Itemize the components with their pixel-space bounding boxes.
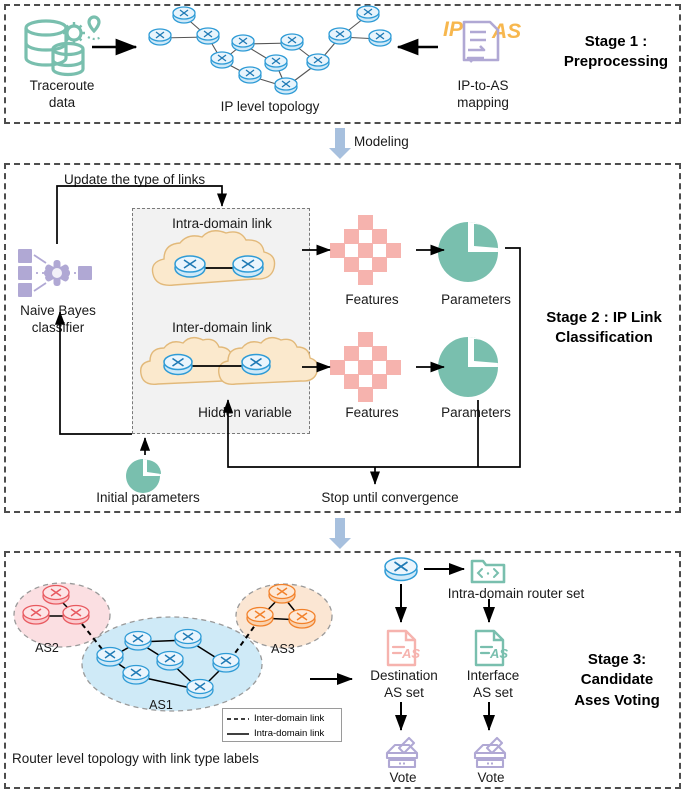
ip-to-as-mapping-icon: IP AS bbox=[442, 14, 522, 76]
destination-as-set-doc-icon: AS bbox=[384, 628, 420, 668]
vote-left-label: Vote bbox=[389, 770, 417, 785]
vote-left-ballot-icon bbox=[382, 736, 422, 770]
ip-level-topology-label: IP level topology bbox=[220, 99, 320, 114]
legend-row-inter: Inter-domain link bbox=[227, 711, 337, 726]
stage-2-title-line2: Classification bbox=[555, 329, 653, 347]
initial-parameters-label: Initial parameters bbox=[96, 490, 200, 505]
intra-domain-router-set-label: Intra-domain router set bbox=[447, 586, 585, 601]
svg-text:AS: AS bbox=[491, 20, 521, 43]
traceroute-label-line2: data bbox=[48, 94, 76, 110]
svg-text:AS: AS bbox=[401, 646, 420, 661]
stage-2-title-line1: Stage 2 : IP Link bbox=[546, 309, 662, 326]
as2-label: AS2 bbox=[35, 641, 59, 655]
interface-label-line1: Interface bbox=[466, 668, 520, 683]
stage2-to-stage3-block-arrow-icon bbox=[328, 518, 352, 550]
update-type-of-links-label: Update the type of links bbox=[64, 172, 206, 187]
as1-routers bbox=[96, 628, 240, 699]
ip-level-topology-icon bbox=[140, 4, 400, 95]
features-bottom-icon bbox=[330, 330, 414, 402]
as1-label: AS1 bbox=[149, 698, 173, 712]
traceroute-data-label: Traceroute data bbox=[10, 78, 114, 112]
topology-router-nodes bbox=[148, 5, 392, 95]
features-top-icon bbox=[330, 213, 414, 285]
modeling-label: Modeling bbox=[354, 134, 409, 149]
parameters-top-label: Parameters bbox=[441, 292, 511, 307]
traceroute-database-icon bbox=[18, 15, 106, 78]
features-top-label: Features bbox=[345, 292, 399, 307]
intra-domain-link-label: Intra-domain link bbox=[172, 216, 272, 231]
link-type-legend: Inter-domain link Intra-domain link bbox=[222, 708, 342, 742]
router-level-topology-icon bbox=[10, 580, 340, 720]
intra-domain-router-set-folder-icon bbox=[470, 554, 506, 584]
modeling-block-arrow-icon bbox=[328, 128, 352, 160]
stage-3-title-line3: Ases Voting bbox=[574, 691, 660, 709]
interface-as-set-label: Interface AS set bbox=[450, 668, 536, 702]
classifier-label-line2: classifier bbox=[31, 319, 85, 335]
mapping-label-line2: mapping bbox=[457, 94, 509, 110]
destination-as-set-label: Destination AS set bbox=[358, 668, 450, 702]
destination-label-line1: Destination bbox=[370, 668, 438, 683]
stop-until-convergence-label: Stop until convergence bbox=[321, 490, 459, 505]
traceroute-label-line1: Traceroute bbox=[29, 78, 95, 93]
stage-2-title: Stage 2 : IP Link Classification bbox=[524, 308, 684, 349]
inter-domain-link-label: Inter-domain link bbox=[172, 320, 272, 335]
inter-domain-cloud-icon bbox=[138, 336, 319, 400]
parameters-bottom-pie-icon bbox=[434, 333, 510, 401]
parameters-top-pie-icon bbox=[434, 218, 510, 286]
stage-1-title-line1: Stage 1 : bbox=[584, 33, 648, 50]
interface-label-line2: AS set bbox=[473, 684, 513, 700]
legend-label-inter: Inter-domain link bbox=[254, 713, 325, 724]
initial-parameters-pie-icon bbox=[124, 457, 166, 495]
intra-domain-cloud-icon bbox=[142, 230, 300, 297]
as2-ellipse bbox=[13, 582, 111, 648]
legend-solid-line-icon bbox=[227, 732, 249, 735]
stage-3-title: Stage 3: Candidate Ases Voting bbox=[552, 650, 682, 711]
ip-to-as-mapping-label: IP-to-AS mapping bbox=[438, 78, 528, 112]
router-level-topology-caption: Router level topology with link type lab… bbox=[12, 751, 259, 766]
svg-text:IP: IP bbox=[443, 18, 464, 41]
legend-dashed-line-icon bbox=[227, 717, 249, 720]
naive-bayes-classifier-label: Naive Bayes classifier bbox=[8, 303, 108, 337]
hidden-variable-label: Hidden variable bbox=[198, 405, 292, 420]
svg-text:AS: AS bbox=[489, 646, 508, 661]
classifier-label-line1: Naive Bayes bbox=[20, 303, 96, 318]
stage-1-panel bbox=[4, 4, 681, 124]
stage-1-title-line2: Preprocessing bbox=[563, 53, 669, 71]
naive-bayes-classifier-icon bbox=[16, 243, 98, 301]
as3-label: AS3 bbox=[271, 642, 295, 656]
legend-label-intra: Intra-domain link bbox=[254, 728, 325, 739]
stage-3-title-line1: Stage 3: bbox=[587, 651, 647, 668]
destination-label-line2: AS set bbox=[384, 684, 424, 700]
stage-3-title-line2: Candidate bbox=[580, 671, 654, 689]
as2-routers bbox=[22, 584, 90, 625]
legend-row-intra: Intra-domain link bbox=[227, 726, 337, 741]
stage-1-title: Stage 1 : Preprocessing bbox=[556, 32, 676, 73]
as3-routers bbox=[246, 583, 316, 629]
features-bottom-label: Features bbox=[345, 405, 399, 420]
mapping-label-line1: IP-to-AS bbox=[457, 78, 509, 93]
parameters-bottom-label: Parameters bbox=[441, 405, 511, 420]
vote-right-label: Vote bbox=[477, 770, 505, 785]
interface-as-set-doc-icon: AS bbox=[472, 628, 508, 668]
vote-right-ballot-icon bbox=[470, 736, 510, 770]
stage3-router-icon bbox=[383, 556, 419, 582]
